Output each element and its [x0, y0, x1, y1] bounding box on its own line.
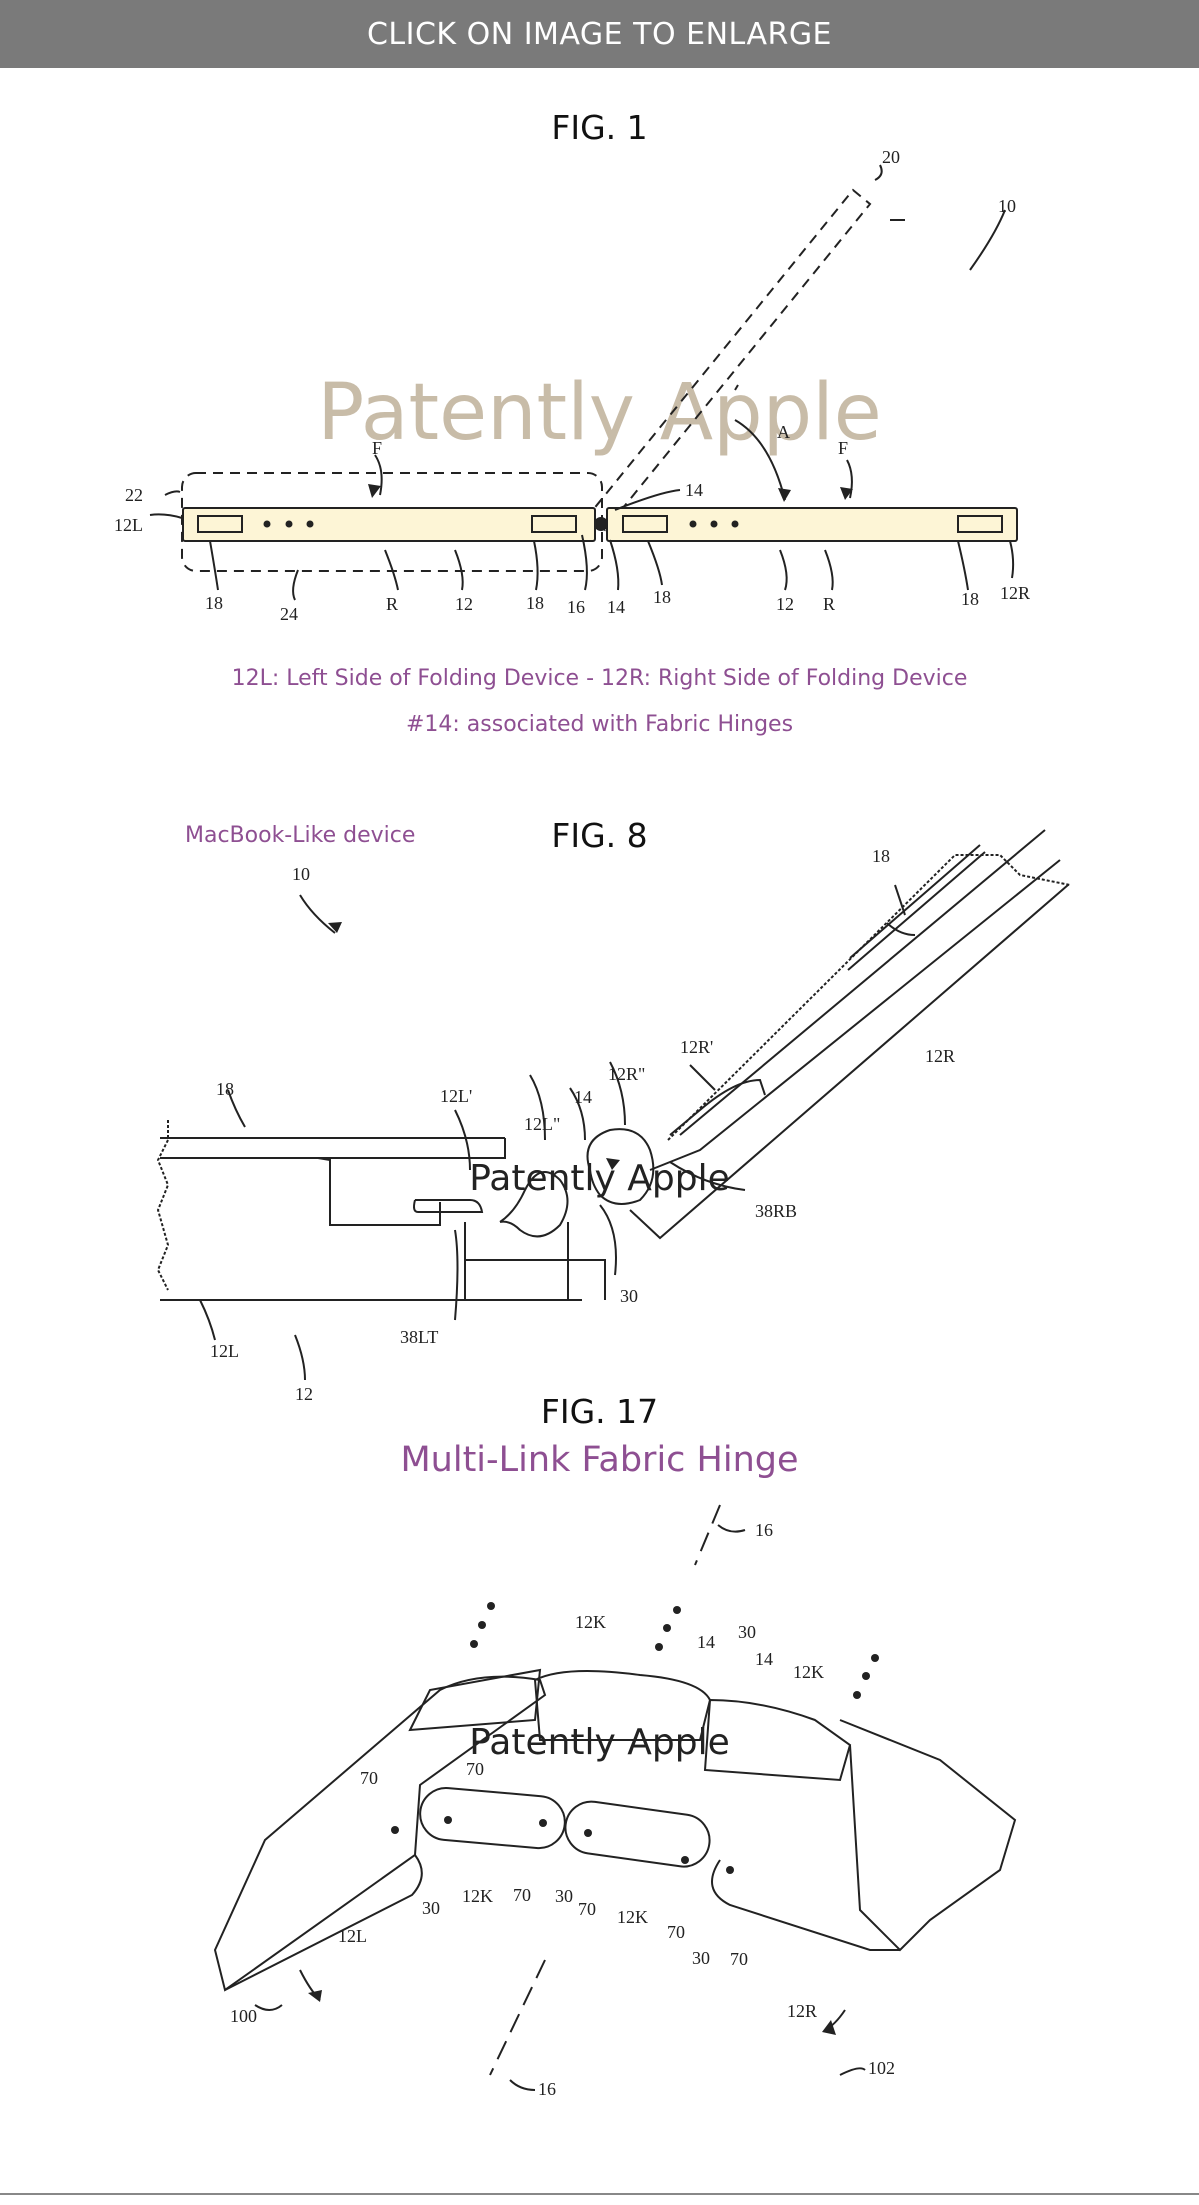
- fig17-label: 14: [755, 1649, 773, 1669]
- fig1-raised-panel: [586, 188, 872, 532]
- fig17-subtitle: Multi-Link Fabric Hinge: [400, 1440, 799, 1480]
- fig17-label: 70: [667, 1922, 685, 1942]
- fig1-label: 14: [607, 597, 625, 617]
- fig17-label: 70: [578, 1899, 596, 1919]
- fig17-label: 100: [230, 2006, 257, 2026]
- fig17-label: 30: [738, 1622, 756, 1642]
- fig17-label: 70: [466, 1759, 484, 1779]
- fig1-label: 12: [776, 594, 794, 614]
- fig1-label: 24: [280, 604, 298, 624]
- fig1-label: 18: [653, 587, 671, 607]
- fig17-label: 70: [360, 1768, 378, 1788]
- fig1-caption-1: 12L: Left Side of Folding Device - 12R: …: [231, 666, 968, 691]
- fig8-label: 12R": [608, 1064, 645, 1084]
- fig17-label: 12K: [617, 1907, 648, 1927]
- fig1-label: 22: [125, 485, 143, 505]
- fig17-label: 12L: [338, 1926, 367, 1946]
- fig8-label: 12R: [925, 1046, 955, 1066]
- fig1-watermark: Patently Apple: [317, 368, 882, 458]
- fig1-label: F: [838, 438, 848, 458]
- fig1-label: 18: [526, 593, 544, 613]
- fig8-label: 14: [574, 1087, 592, 1107]
- fig1-label: 12R: [1000, 583, 1030, 603]
- fig8-label: 12L: [210, 1341, 239, 1361]
- fig1-label: 14: [685, 480, 703, 500]
- fig1-title: FIG. 1: [551, 108, 648, 147]
- fig17-label: 30: [422, 1898, 440, 1918]
- fig1-label: 16: [567, 597, 585, 617]
- fig8-label: 10: [292, 864, 310, 884]
- fig1-label: 12L: [114, 515, 143, 535]
- fig17-label: 12K: [793, 1662, 824, 1682]
- fig1-drawing: 20 10 22 12L F F A 14 16 14 18 18 18 18 …: [114, 147, 1030, 624]
- fig17-label: 16: [755, 1520, 773, 1540]
- fig1-label: F: [372, 438, 382, 458]
- enlarge-image-bar[interactable]: CLICK ON IMAGE TO ENLARGE: [0, 0, 1199, 68]
- fig8-label: 38LT: [400, 1327, 438, 1347]
- fig17-drawing: 16 16 12K 12K 12K 12K 14 14 30 30 30 30 …: [213, 1504, 1017, 2099]
- fig8-label: 12L": [524, 1114, 560, 1134]
- fig1-label: 10: [998, 196, 1016, 216]
- fig17-label: 102: [868, 2058, 895, 2078]
- fig1-caption-2: #14: associated with Fabric Hinges: [405, 712, 794, 737]
- fig8-label: 18: [216, 1079, 234, 1099]
- fig1-label: 12: [455, 594, 473, 614]
- fig17-label: 12K: [462, 1886, 493, 1906]
- fig8-label: 18: [872, 846, 890, 866]
- fig17-label: 70: [513, 1885, 531, 1905]
- fig1-right-device: [606, 507, 1018, 542]
- fig8-label: 12: [295, 1384, 313, 1404]
- fig8-side-caption: MacBook-Like device: [185, 823, 416, 848]
- fig17-label: 12K: [575, 1612, 606, 1632]
- fig17-label: 12R: [787, 2001, 817, 2021]
- fig1-label: R: [823, 594, 835, 614]
- enlarge-label: CLICK ON IMAGE TO ENLARGE: [366, 16, 833, 52]
- fig8-watermark: Patently Apple: [469, 1158, 730, 1199]
- fig8-label: 38RB: [755, 1201, 797, 1221]
- fig1-label: 18: [205, 593, 223, 613]
- fig8-label: 12R': [680, 1037, 713, 1057]
- bottom-divider: [0, 2193, 1199, 2195]
- fig17-label: 14: [697, 1632, 715, 1652]
- fig1-label: R: [386, 594, 398, 614]
- fig1-label: 20: [882, 147, 900, 167]
- fig8-drawing: 10 18 18 12R 12R' 12R" 12L' 12L" 14 38RB…: [156, 829, 1071, 1404]
- fig17-label: 30: [555, 1886, 573, 1906]
- fig8-title: FIG. 8: [551, 816, 648, 855]
- fig8-label: 30: [620, 1286, 638, 1306]
- fig17-label: 70: [730, 1949, 748, 1969]
- fig1-label: 18: [961, 589, 979, 609]
- fig17-watermark: Patently Apple: [469, 1722, 730, 1763]
- fig1-label: A: [777, 422, 790, 442]
- fig1-hinge: [594, 517, 608, 531]
- fig1-left-device: [182, 507, 596, 542]
- fig17-title: FIG. 17: [540, 1392, 659, 1431]
- fig8-label: 12L': [440, 1086, 472, 1106]
- fig17-label: 16: [538, 2079, 556, 2099]
- fig17-label: 30: [692, 1948, 710, 1968]
